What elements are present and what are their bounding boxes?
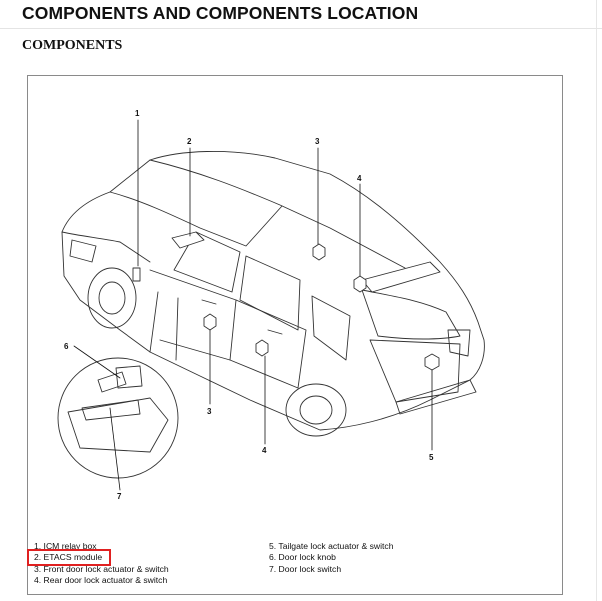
- callout-3-top: 3: [315, 137, 320, 146]
- callout-3-bottom: 3: [207, 407, 212, 416]
- etacs-highlight-box: [27, 549, 111, 566]
- front-side-window: [173, 231, 241, 293]
- callout-4-bottom: 4: [262, 446, 267, 455]
- callout-7: 7: [117, 492, 122, 501]
- quarter-window: [311, 295, 351, 361]
- legend-item-front-door-lock: 3. Front door lock actuator & switch: [34, 563, 169, 574]
- leader-line-7: [109, 407, 121, 491]
- roof-line: [149, 159, 406, 269]
- rear-bumper: [395, 379, 477, 415]
- callout-2: 2: [187, 137, 192, 146]
- front-door: [149, 269, 237, 361]
- inset-knob-recess: [115, 365, 143, 389]
- icm-relay-box-marker: [132, 267, 141, 282]
- front-wheel: [87, 267, 137, 329]
- legend-item-rear-door-lock: 4. Rear door lock actuator & switch: [34, 574, 168, 585]
- callout-6: 6: [64, 342, 69, 351]
- headlamp: [69, 239, 97, 263]
- inset-lead-line: [149, 291, 179, 361]
- rear-wheel-hub: [299, 395, 333, 425]
- page-edge-rule: [596, 0, 597, 601]
- legend-item-icm-relay-box: 1. ICM relay box: [34, 541, 97, 551]
- tailgate-lock-marker: [424, 353, 440, 371]
- front-wheel-hub: [98, 281, 126, 315]
- vehicle-body-outline: [61, 151, 485, 431]
- door-trim-inset: [57, 357, 179, 479]
- title-divider: [0, 28, 602, 29]
- callout-4-top: 4: [357, 174, 362, 183]
- rear-spoiler: [361, 261, 441, 293]
- hood: [61, 231, 151, 263]
- section-title: COMPONENTS: [22, 38, 123, 53]
- front-door-lock-marker: [203, 313, 217, 331]
- roof-marker-3: [312, 243, 326, 261]
- tail-lamp: [447, 329, 471, 357]
- legend-item-door-lock-switch: 7. Door lock switch: [269, 563, 342, 574]
- callout-5: 5: [429, 453, 434, 462]
- legend-item-door-lock-knob: 6. Door lock knob: [269, 552, 336, 563]
- front-door-handle: [201, 299, 217, 305]
- rear-door: [229, 299, 307, 389]
- legend-item-tailgate-lock: 5. Tailgate lock actuator & switch: [269, 541, 394, 551]
- rear-wheel: [285, 383, 347, 437]
- roof-marker-4: [353, 275, 367, 293]
- inset-switch-panel: [81, 399, 141, 421]
- leader-line-6: [73, 345, 121, 379]
- etacs-module-marker: [171, 231, 205, 249]
- windshield: [109, 191, 283, 247]
- legend-right-column: 5. Tailgate lock actuator & switch 6. Do…: [269, 541, 394, 575]
- rear-side-window: [239, 255, 301, 331]
- rear-glass: [361, 289, 461, 340]
- tailgate: [369, 339, 461, 403]
- legend-item-etacs-module: 2. ETACS module: [34, 552, 103, 563]
- page-title: COMPONENTS AND COMPONENTS LOCATION: [22, 3, 419, 23]
- rear-door-lock-marker: [255, 339, 269, 357]
- figure-frame: [27, 75, 563, 595]
- inset-handle-cup: [97, 371, 127, 393]
- legend-left-column: 1. ICM relay box 2. ETACS module 3. Fron…: [34, 541, 169, 586]
- callout-1: 1: [135, 109, 140, 118]
- rear-door-handle: [267, 329, 283, 335]
